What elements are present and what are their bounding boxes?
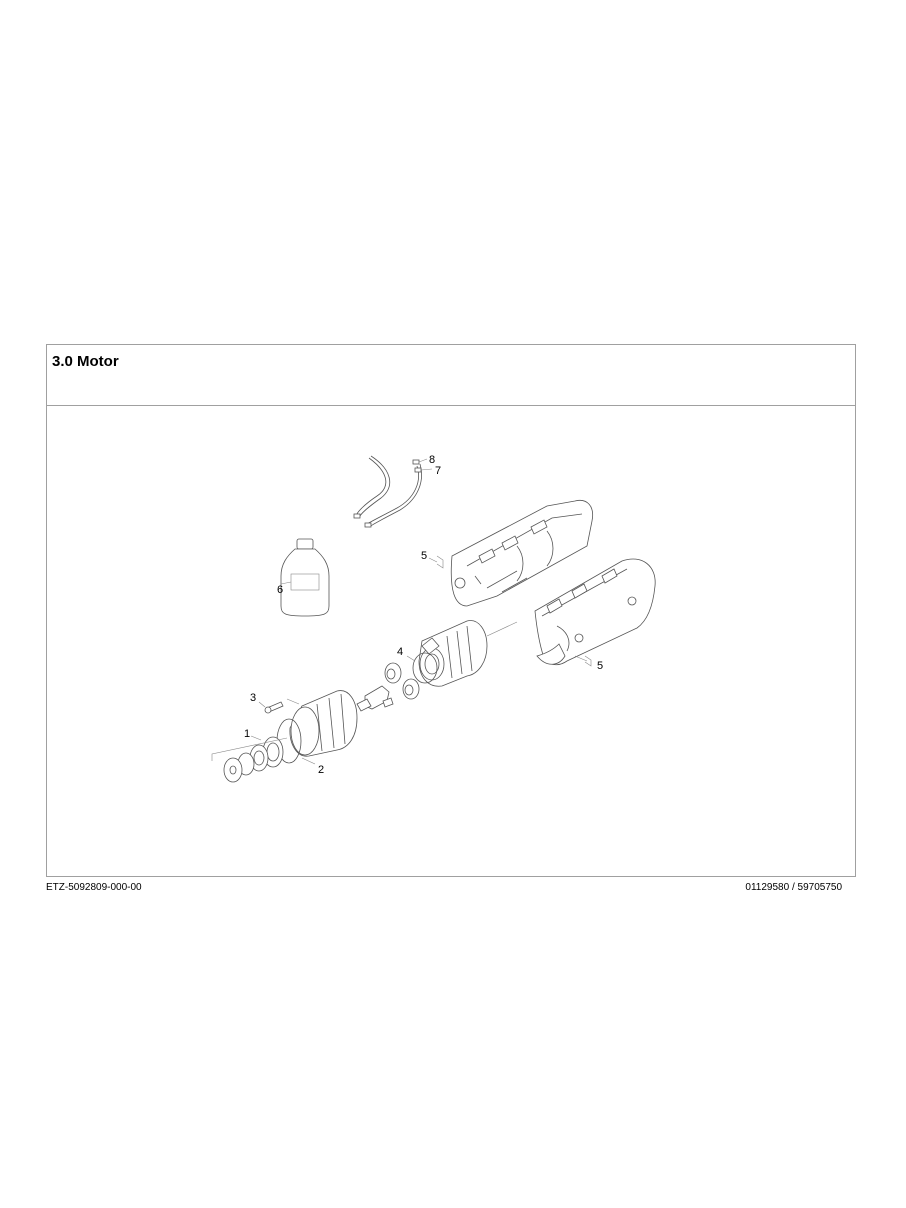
part-numbers: 01129580 / 59705750 — [745, 882, 842, 893]
callout-4: 4 — [397, 646, 403, 658]
callout-6: 6 — [277, 584, 283, 596]
section-title: 3.0 Motor — [52, 353, 119, 370]
callout-2: 2 — [318, 764, 324, 776]
cable-parts-7-8 — [353, 455, 433, 528]
housing-upper-half-part-5 — [450, 499, 594, 607]
oil-bottle-part-6 — [280, 538, 330, 617]
callout-3: 3 — [250, 692, 256, 704]
exploded-view-drawing: 8 7 6 — [47, 406, 855, 876]
callout-1: 1 — [244, 728, 250, 740]
gear-wheels — [384, 662, 420, 700]
callout-8: 8 — [429, 454, 435, 466]
seal-kit-part-1 — [223, 718, 302, 783]
motor-unit-part-4 — [412, 620, 488, 687]
screw-part-3 — [264, 701, 284, 714]
pump-head-housing — [289, 690, 358, 757]
callout-5-upper: 5 — [421, 550, 427, 562]
callout-5-lower: 5 — [597, 660, 603, 672]
t-connector — [356, 685, 394, 712]
section-header: 3.0 Motor — [47, 345, 855, 406]
document-id: ETZ-5092809-000-00 — [46, 882, 142, 893]
housing-lower-half-part-5 — [534, 558, 656, 666]
parts-section-frame: 3.0 Motor 8 7 — [46, 344, 856, 877]
callout-7: 7 — [435, 465, 441, 477]
